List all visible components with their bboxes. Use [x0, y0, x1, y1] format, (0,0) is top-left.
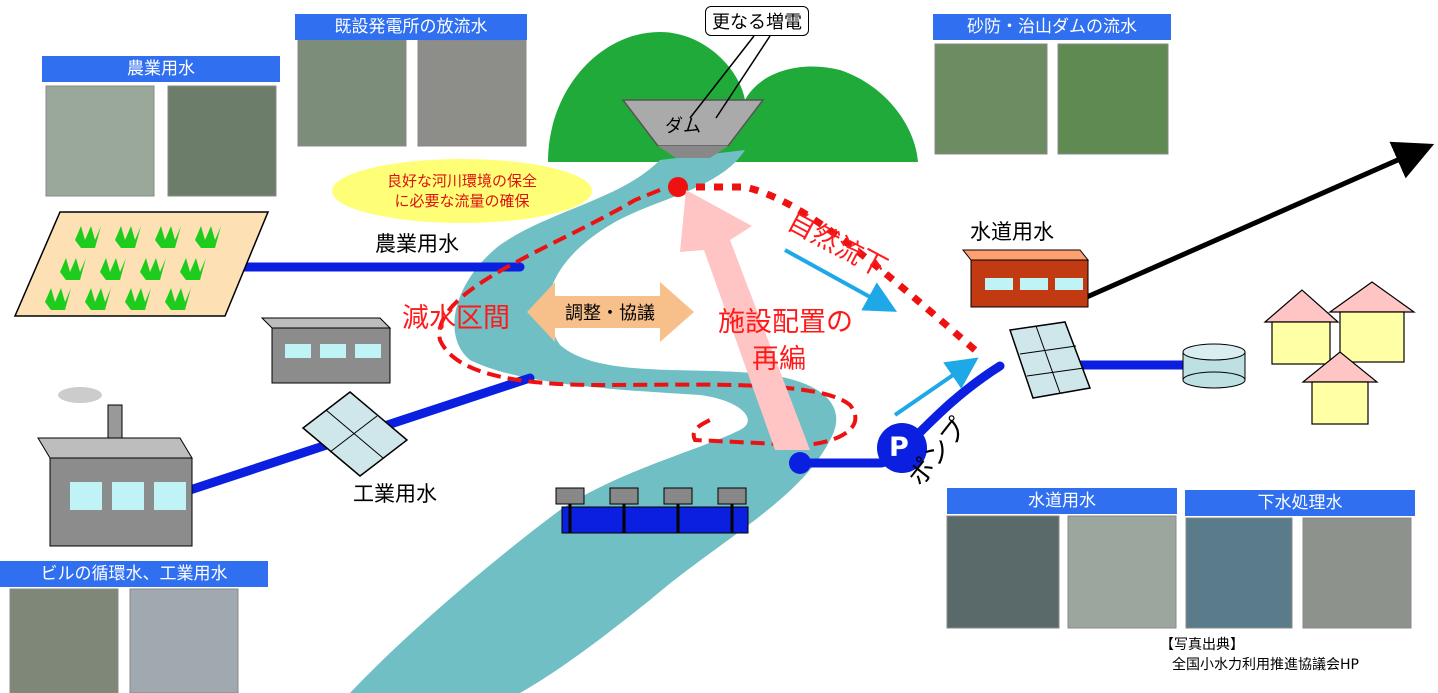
water-treatment-panel [1009, 321, 1092, 399]
water-supply-label: 水道用水 [970, 220, 1054, 244]
expansion-arrow [1078, 141, 1435, 303]
industrial-label: 工業用水 [353, 482, 437, 506]
water-tank [1182, 343, 1246, 389]
header-sabo-dam: 砂防・治山ダムの流水 [933, 14, 1171, 40]
flow-arrow-lower [893, 357, 979, 417]
environment-line-1: 良好な河川環境の保全 [386, 172, 537, 190]
mountains [548, 32, 918, 162]
industrial-treatment-panel [301, 391, 409, 477]
coordination-label: 調整・協議 [565, 303, 655, 324]
header-plant-discharge: 既設発電所の放流水 [295, 14, 527, 40]
dam [621, 99, 765, 158]
callout-leaders [689, 35, 771, 119]
reorganization-line-2: 再編 [752, 344, 806, 375]
photo-source-org: 全国小水力利用推進協議会HP [1172, 657, 1359, 673]
pump [789, 423, 927, 474]
intake-weir [555, 487, 749, 534]
more-power-callout: 更なる増電 [705, 6, 809, 36]
river [350, 150, 837, 693]
farm-field [13, 211, 270, 317]
rice-plants [45, 226, 221, 310]
photo-source-title: 【写真出典】 [1160, 637, 1244, 653]
environment-line-2: に必要な流量の確保 [394, 192, 530, 210]
coordination-arrow [527, 282, 694, 342]
header-building-water: ビルの循環水、工業用水 [0, 561, 268, 587]
flow-arrow-upper [784, 248, 898, 312]
header-water-supply-photo: 水道用水 [947, 488, 1177, 514]
natural-flow-route [668, 177, 978, 353]
houses [1263, 281, 1416, 425]
environment-ellipse [332, 159, 592, 223]
reduced-flow-boundary [437, 188, 858, 448]
header-sewage: 下水処理水 [1185, 490, 1415, 516]
agri-line-label: 農業用水 [375, 232, 459, 256]
header-agri-photo: 農業用水 [42, 56, 280, 82]
reorganization-arrow [680, 190, 810, 450]
factory [37, 387, 193, 547]
dam-label: ダム [665, 116, 701, 137]
reduced-section-label: 減水区間 [402, 303, 510, 334]
pump-symbol: P [889, 432, 909, 463]
gray-building [260, 317, 392, 384]
water-supply-building [961, 249, 1090, 308]
reorganization-line-1: 施設配置の [718, 307, 853, 338]
photos [9, 39, 1412, 693]
